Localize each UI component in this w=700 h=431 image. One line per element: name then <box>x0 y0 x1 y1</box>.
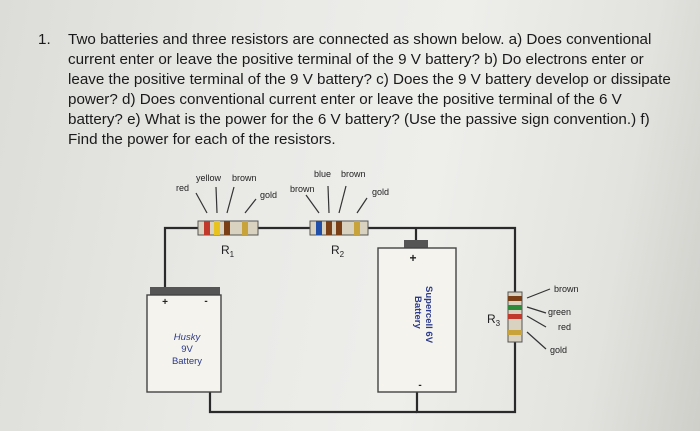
r2-band-1-label: blue <box>314 169 331 179</box>
r1-band-3 <box>224 221 230 235</box>
resistor-r2 <box>309 220 369 236</box>
battery-6v-plus: + <box>409 251 416 265</box>
r1-band-2 <box>214 221 220 235</box>
battery-6v-label: Battery <box>412 296 423 329</box>
r3-band-2 <box>508 305 522 310</box>
battery-6v <box>377 240 457 393</box>
r3-band-3 <box>508 314 522 319</box>
battery-9v-terminal-pos <box>150 287 220 295</box>
r1-band-2-label: yellow <box>196 173 222 183</box>
r1-band-1 <box>204 221 210 235</box>
r1-band-pointers <box>195 186 257 214</box>
battery-9v-terminal-neg <box>195 287 220 295</box>
r1-label: R1 <box>221 243 235 259</box>
r1-band-3-label: brown <box>232 173 257 183</box>
r1-band-1-label: red <box>176 183 189 193</box>
battery-9v <box>146 287 222 393</box>
problem-number: 1. <box>38 31 51 48</box>
r3-band-1 <box>508 296 522 301</box>
battery-6v-minus: - <box>418 380 421 391</box>
resistor-r3 <box>507 291 523 343</box>
r1-band-4-label: gold <box>260 190 277 200</box>
circuit-wires <box>163 226 517 414</box>
battery-9v-voltage: 9V <box>181 344 193 355</box>
r2-band-2-label: brown <box>341 169 366 179</box>
problem-text: Two batteries and three resistors are co… <box>68 31 671 148</box>
r3-band-1-label: brown <box>554 284 579 294</box>
r2-band-3 <box>336 221 342 235</box>
resistor-r1 <box>197 220 259 236</box>
r2-band-2 <box>326 221 332 235</box>
battery-9v-brand: Husky <box>174 332 202 343</box>
r3-band-4 <box>508 330 522 335</box>
r3-band-2-label: green <box>548 307 571 317</box>
r2-band-pointers <box>305 185 368 214</box>
battery-9v-plus: + <box>162 297 168 308</box>
r2-band-3-label: brown <box>290 184 315 194</box>
r3-band-pointers <box>526 288 551 350</box>
r3-band-4-label: gold <box>550 345 567 355</box>
r2-band-4 <box>354 221 360 235</box>
battery-6v-brand: Supercell 6V <box>423 286 434 344</box>
r2-band-4-label: gold <box>372 187 389 197</box>
battery-9v-label: Battery <box>172 356 202 367</box>
r1-band-4 <box>242 221 248 235</box>
r2-band-1 <box>316 221 322 235</box>
problem-statement: 1. Two batteries and three resistors are… <box>38 30 678 150</box>
battery-9v-minus: - <box>204 296 207 307</box>
r3-band-3-label: red <box>558 322 571 332</box>
r3-label: R3 <box>487 312 501 328</box>
r2-label: R2 <box>331 243 345 259</box>
